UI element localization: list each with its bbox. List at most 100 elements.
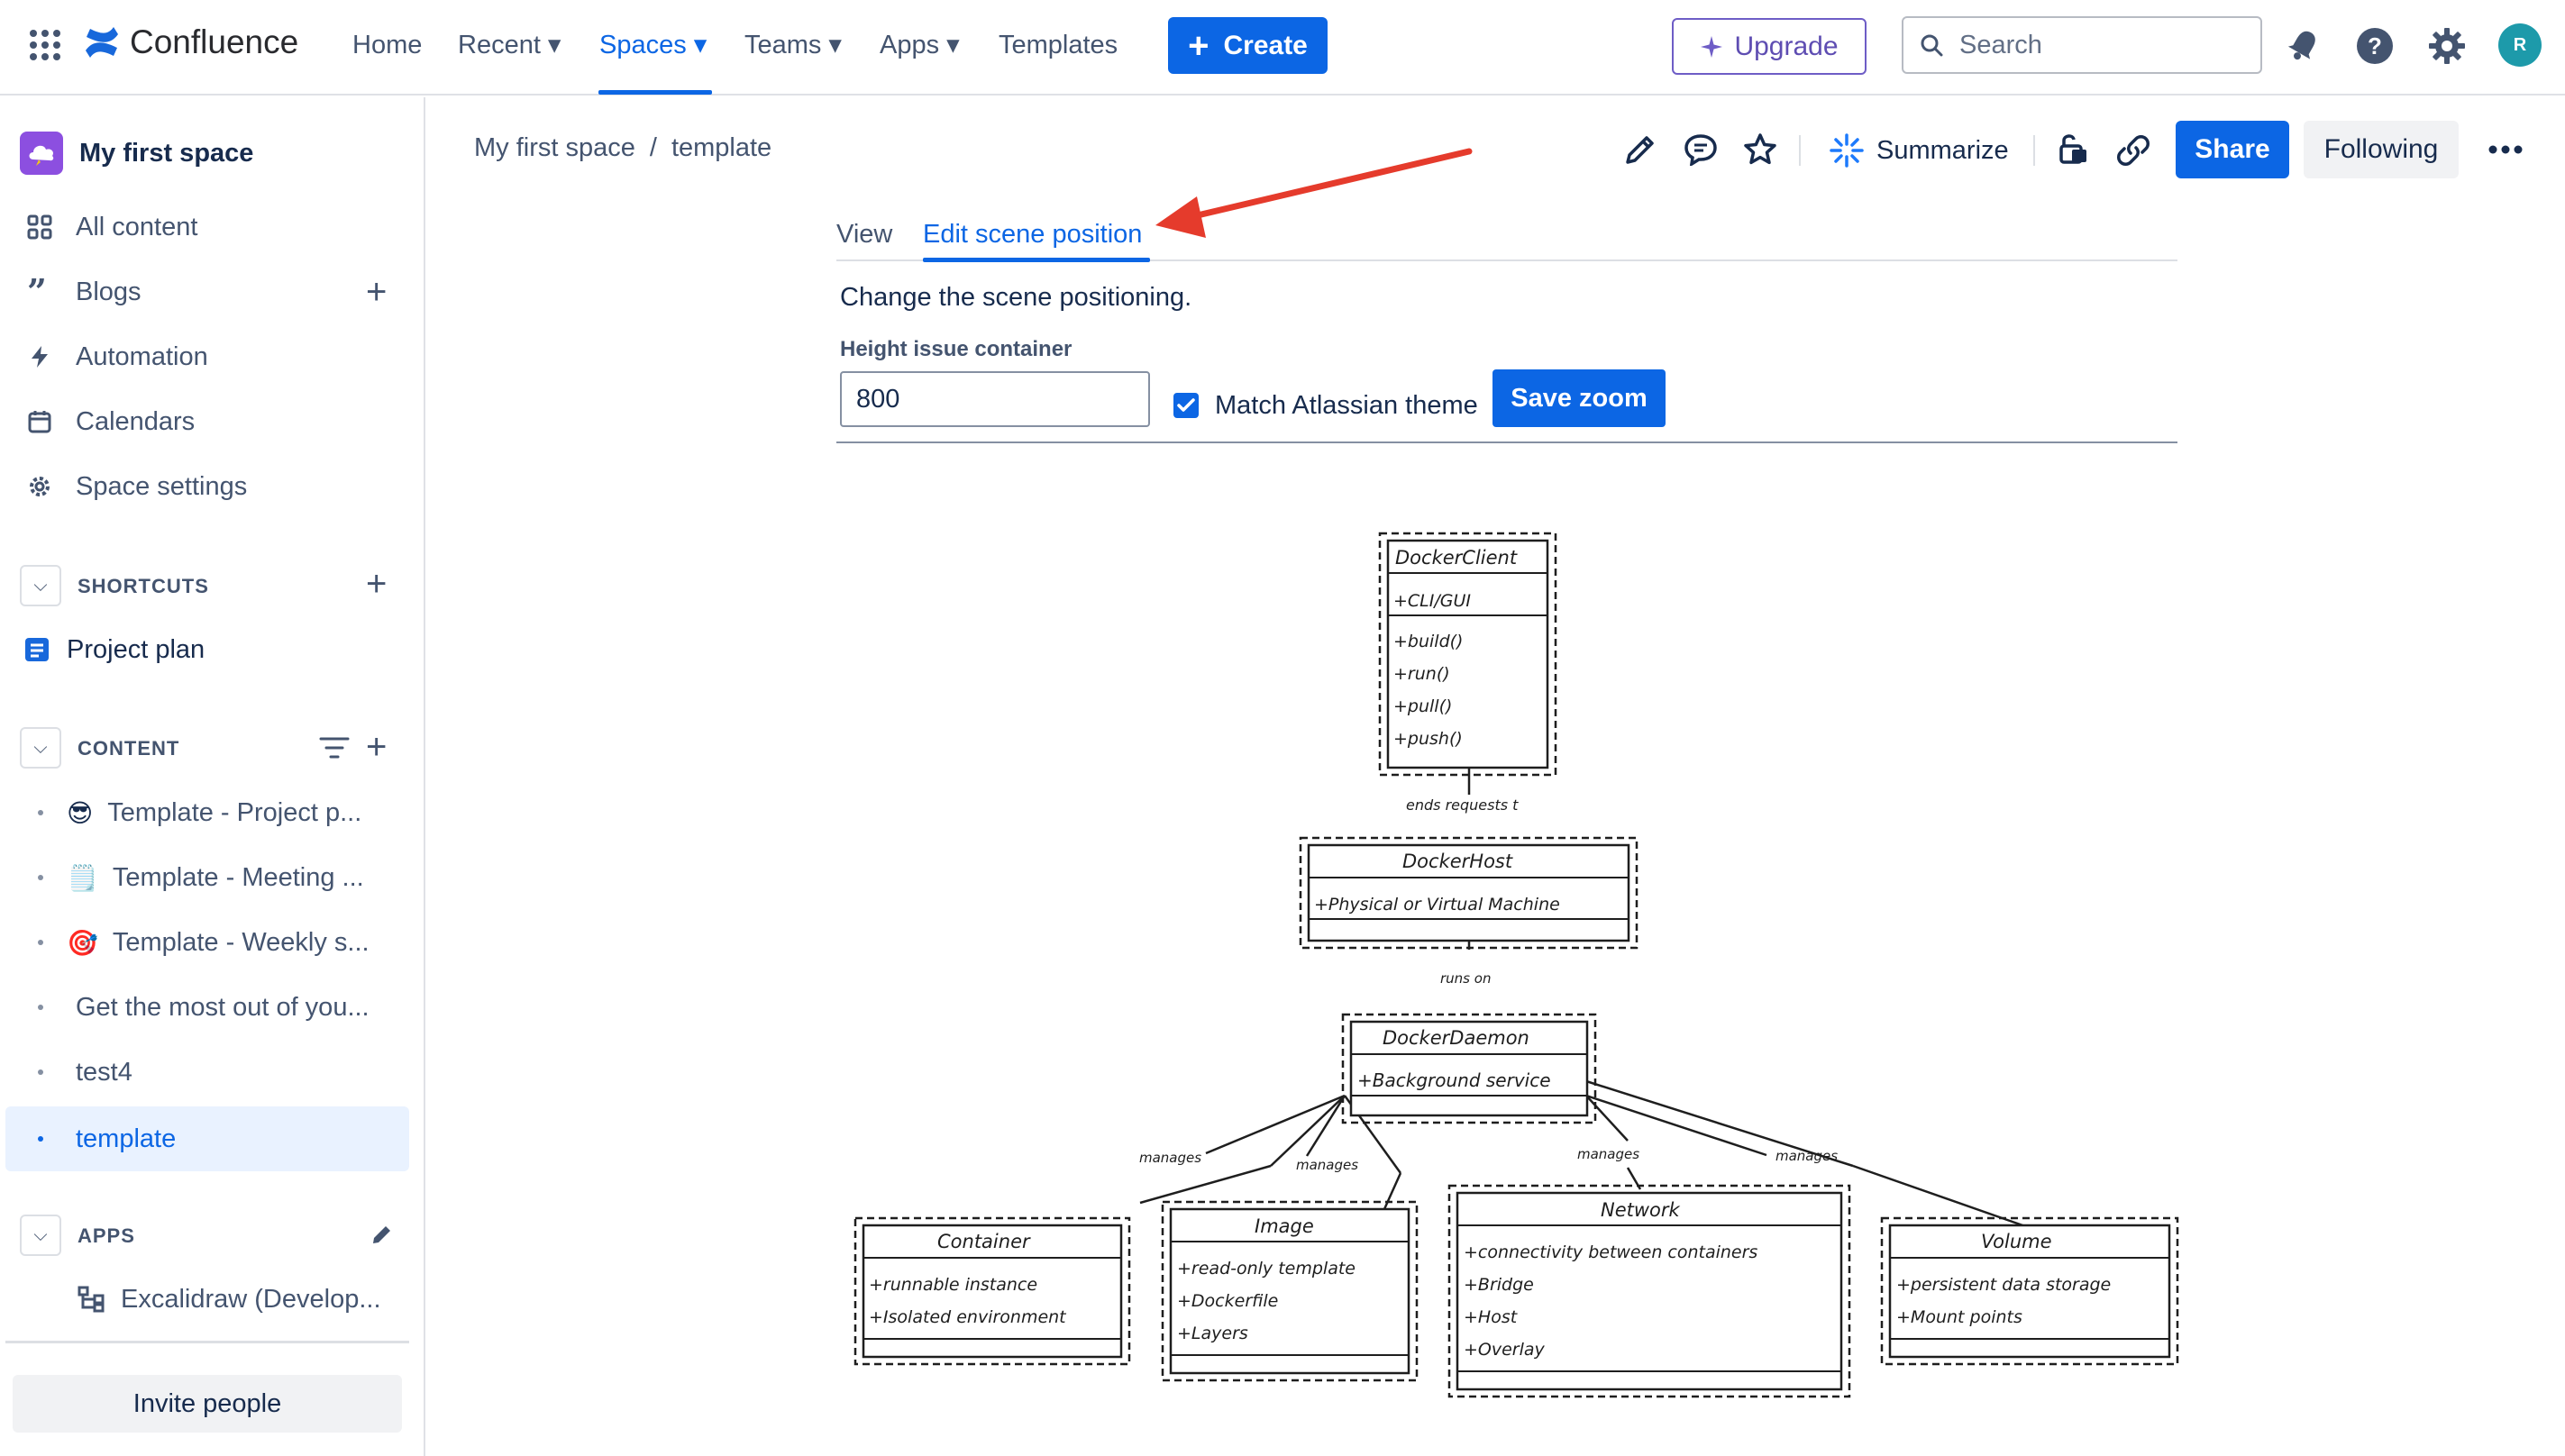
tabs-divider bbox=[836, 259, 2177, 261]
class-dockerhost: DockerHost +Physical or Virtual Machine bbox=[1299, 836, 1638, 950]
sidebar-item-blogs[interactable]: ” Blogs bbox=[27, 271, 141, 312]
relation-label: manages bbox=[1296, 1157, 1358, 1173]
app-switcher-icon[interactable] bbox=[29, 29, 61, 61]
nav-spaces[interactable]: Spaces▾ bbox=[599, 31, 707, 59]
content-item[interactable]: Get the most out of you... bbox=[38, 991, 370, 1024]
edit-apps-pencil-icon[interactable] bbox=[370, 1224, 393, 1247]
bullet-icon bbox=[38, 810, 43, 815]
sidebar-divider bbox=[5, 1341, 409, 1343]
breadcrumb: My first space / template bbox=[474, 133, 771, 163]
sidebar-item-all-content[interactable]: All content bbox=[27, 211, 197, 243]
class-name: DockerDaemon bbox=[1383, 1027, 1529, 1049]
class-method: +push() bbox=[1393, 729, 1463, 749]
plus-icon: + bbox=[366, 272, 388, 312]
relation-line bbox=[1585, 1094, 1767, 1157]
chevron-down-icon: ▾ bbox=[547, 31, 561, 59]
content-collapse-button[interactable]: ⌵ bbox=[20, 727, 61, 769]
help-icon[interactable]: ? bbox=[2356, 27, 2394, 65]
chevron-down-icon: ⌵ bbox=[33, 737, 48, 758]
nav-teams[interactable]: Teams▾ bbox=[744, 31, 842, 59]
nav-active-indicator bbox=[598, 90, 712, 95]
sidebar-item-space-settings[interactable]: Space settings bbox=[27, 470, 247, 503]
tab-edit-scene-position[interactable]: Edit scene position bbox=[923, 220, 1143, 249]
relation-label: manages bbox=[1577, 1146, 1639, 1162]
avatar[interactable]: R bbox=[2498, 23, 2542, 67]
edit-pencil-icon[interactable] bbox=[1624, 133, 1657, 166]
search-input[interactable]: Search bbox=[1902, 16, 2262, 74]
sparkle-icon bbox=[1701, 35, 1723, 58]
sidebar-item-automation[interactable]: Automation bbox=[27, 341, 208, 373]
nav-recent[interactable]: Recent▾ bbox=[458, 31, 561, 59]
content-item[interactable]: 😎 Template - Project p... bbox=[38, 796, 361, 829]
shortcut-project-plan[interactable]: Project plan bbox=[23, 633, 205, 666]
filter-icon[interactable] bbox=[319, 735, 350, 760]
breadcrumb-page[interactable]: template bbox=[671, 133, 772, 162]
space-name: My first space bbox=[79, 139, 254, 168]
search-icon bbox=[1921, 34, 1943, 57]
class-attr: +Host bbox=[1464, 1307, 1519, 1327]
class-method: +run() bbox=[1393, 664, 1450, 684]
summarize-button[interactable]: Summarize bbox=[1830, 133, 2009, 168]
document-icon bbox=[25, 638, 49, 661]
class-dockerclient: DockerClient +CLI/GUI +build() +run() +p… bbox=[1378, 532, 1557, 777]
class-name: Container bbox=[937, 1231, 1031, 1252]
class-attr: +Physical or Virtual Machine bbox=[1314, 895, 1560, 915]
class-name: DockerClient bbox=[1395, 547, 1518, 569]
nav-templates[interactable]: Templates bbox=[999, 31, 1118, 59]
lightning-icon bbox=[32, 346, 48, 368]
page-emoji-icon: 🎯 bbox=[67, 928, 98, 957]
diagram-app-icon bbox=[78, 1286, 105, 1313]
relation-line bbox=[1305, 1095, 1346, 1157]
add-shortcut-button[interactable]: + bbox=[366, 566, 387, 602]
space-header[interactable]: My first space bbox=[20, 132, 253, 175]
apps-heading: APPS bbox=[78, 1224, 135, 1247]
save-zoom-button[interactable]: Save zoom bbox=[1492, 369, 1666, 427]
invite-people-button[interactable]: Invite people bbox=[13, 1375, 402, 1433]
calendar-icon bbox=[28, 411, 51, 433]
add-blog-button[interactable]: + bbox=[366, 274, 387, 310]
class-attr: +runnable instance bbox=[869, 1275, 1037, 1295]
class-dockerdaemon: DockerDaemon +Background service bbox=[1341, 1013, 1597, 1124]
shortcuts-collapse-button[interactable]: ⌵ bbox=[20, 565, 61, 606]
notifications-icon[interactable] bbox=[2286, 27, 2322, 63]
annotation-arrow-icon bbox=[1150, 144, 1474, 243]
class-method: +build() bbox=[1393, 632, 1463, 651]
class-attr: +Mount points bbox=[1896, 1307, 2022, 1327]
app-excalidraw[interactable]: Excalidraw (Develop... bbox=[78, 1283, 381, 1315]
content-heading: CONTENT bbox=[78, 737, 180, 760]
relation-line bbox=[1585, 1079, 1854, 1168]
breadcrumb-space[interactable]: My first space bbox=[474, 133, 635, 162]
bullet-icon bbox=[38, 1069, 43, 1075]
nav-home[interactable]: Home bbox=[352, 31, 423, 59]
grid-icon bbox=[27, 214, 52, 240]
content-item[interactable]: test4 bbox=[38, 1056, 132, 1088]
tab-view[interactable]: View bbox=[836, 220, 893, 249]
restrictions-unlock-icon[interactable] bbox=[2057, 132, 2089, 166]
share-button[interactable]: Share bbox=[2176, 121, 2289, 178]
match-theme-checkbox[interactable] bbox=[1173, 393, 1199, 418]
apps-collapse-button[interactable]: ⌵ bbox=[20, 1215, 61, 1256]
star-icon[interactable] bbox=[1743, 132, 1777, 167]
sidebar-item-calendars[interactable]: Calendars bbox=[27, 405, 195, 438]
chevron-down-icon: ▾ bbox=[693, 31, 707, 59]
settings-gear-icon[interactable] bbox=[2428, 27, 2466, 65]
comment-icon[interactable] bbox=[1684, 133, 1718, 166]
nav-apps[interactable]: Apps▾ bbox=[880, 31, 960, 59]
more-actions-icon[interactable] bbox=[2487, 144, 2524, 155]
plus-icon: + bbox=[366, 727, 388, 767]
content-item[interactable]: 🗒️ Template - Meeting ... bbox=[38, 861, 364, 894]
upgrade-button[interactable]: Upgrade bbox=[1672, 18, 1867, 75]
following-button[interactable]: Following bbox=[2304, 121, 2459, 178]
add-content-button[interactable]: + bbox=[366, 729, 387, 765]
copy-link-icon[interactable] bbox=[2116, 133, 2150, 168]
chevron-down-icon: ⌵ bbox=[33, 575, 48, 596]
confluence-logo[interactable]: Confluence bbox=[83, 23, 298, 61]
class-attr: +CLI/GUI bbox=[1393, 591, 1471, 611]
content-item-selected[interactable]: template bbox=[38, 1123, 176, 1155]
class-attr: +Layers bbox=[1177, 1324, 1248, 1343]
create-button[interactable]: + Create bbox=[1168, 17, 1328, 74]
confluence-logo-icon bbox=[86, 27, 118, 58]
height-input[interactable]: 800 bbox=[840, 371, 1150, 427]
class-attr: +read-only template bbox=[1177, 1259, 1356, 1279]
content-item[interactable]: 🎯 Template - Weekly s... bbox=[38, 926, 370, 959]
